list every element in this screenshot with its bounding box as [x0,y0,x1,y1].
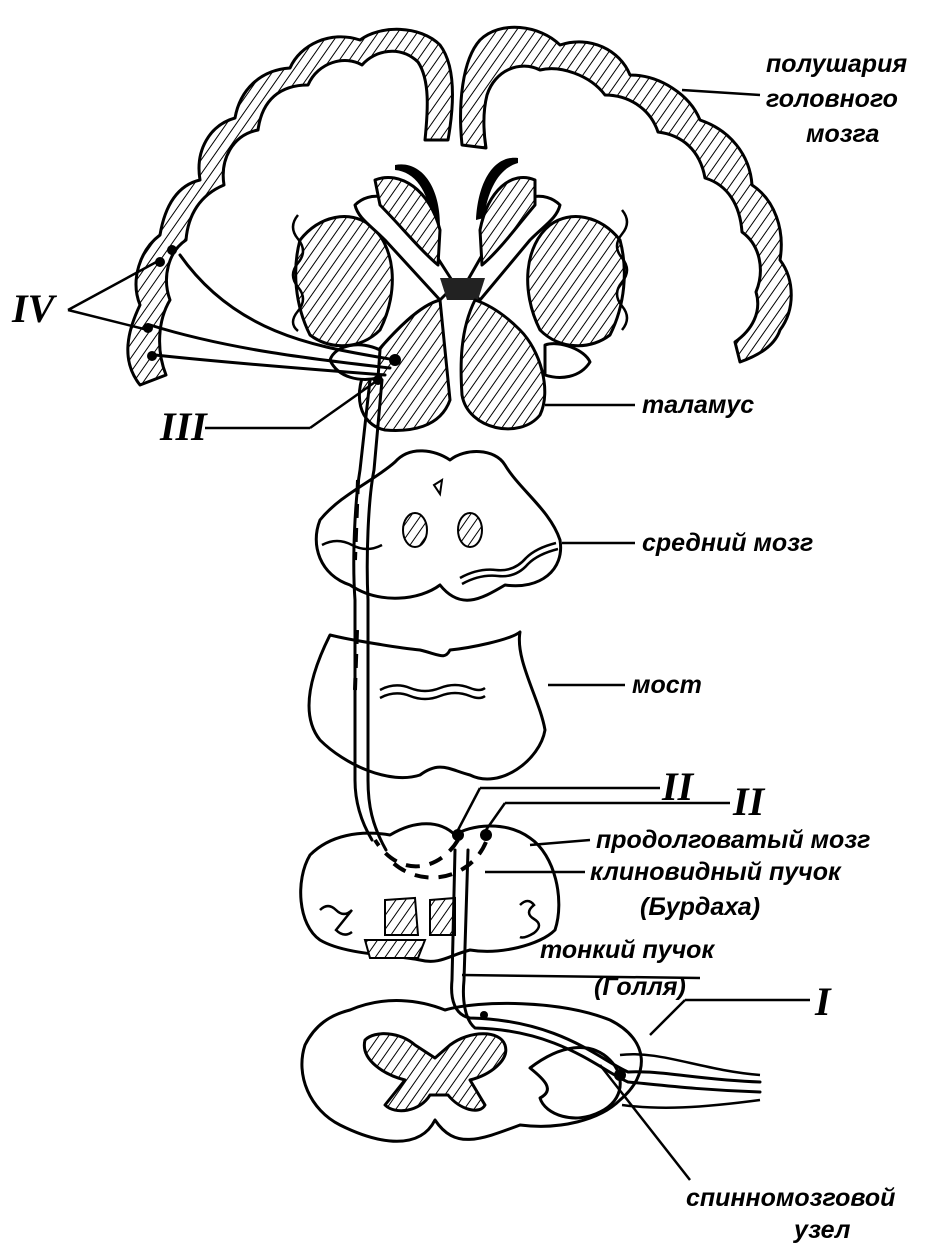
ganglion-cell-body [614,1069,626,1081]
medulla-pyramid-left [385,898,418,935]
numeral-II-b: II [732,779,766,824]
label-cuneate-1: клиновидный пучок [590,858,842,886]
pointer-neuron-II-a-2 [458,788,480,830]
right-thalamus [461,300,545,429]
spinal-nerve-outer-2 [622,1100,760,1108]
label-ganglion-1: спинномозговой [686,1184,895,1212]
cuneate-nucleus-cell [480,829,492,841]
label-medulla: продолговатый мозг [596,826,870,854]
midbrain-left-nucleus [403,513,427,547]
label-hemispheres-2: головного [766,85,898,113]
cortical-cell-4 [147,351,157,361]
numeral-I: I [814,979,832,1024]
pointer-neuron-I-2 [650,1000,685,1035]
label-gracile-1: тонкий пучок [540,936,715,964]
third-ventricle [440,278,485,300]
label-cuneate-2: (Бурдаха) [640,893,760,921]
numeral-IV: IV [11,286,58,331]
lemniscus-dash-pons [355,630,357,690]
pons-outline [309,632,545,779]
right-striatum [528,217,625,346]
first-neuron-end [480,1011,488,1019]
label-thalamus: таламус [642,391,754,419]
medulla-pyramid-right [430,898,455,935]
pointer-hemispheres [682,90,760,95]
midbrain-right-nucleus [458,513,482,547]
label-pons: мост [632,671,702,699]
label-hemispheres-3: мозга [806,120,880,148]
deep-brain-structures [293,158,627,431]
cerebral-hemispheres [128,27,791,385]
gracile-nucleus-cell [452,829,464,841]
numeral-II-a: II [661,764,695,809]
medulla-outline [301,824,559,962]
label-ganglion-2: узел [792,1216,851,1244]
medulla-base [365,940,425,958]
label-hemispheres-1: полушария [766,50,907,78]
label-midbrain: средний мозг [642,529,813,557]
numeral-III: III [159,404,208,449]
label-gracile-2: (Голля) [594,973,686,1001]
medulla-section [301,824,559,962]
right-ventral-wedge [545,344,590,378]
spinal-cord-section [302,1001,760,1142]
pointer-medulla [530,840,590,845]
pons-section [309,632,545,779]
medial-lemniscus-2 [367,380,386,850]
cortical-cell-1 [167,245,177,255]
left-striatum [296,217,393,346]
